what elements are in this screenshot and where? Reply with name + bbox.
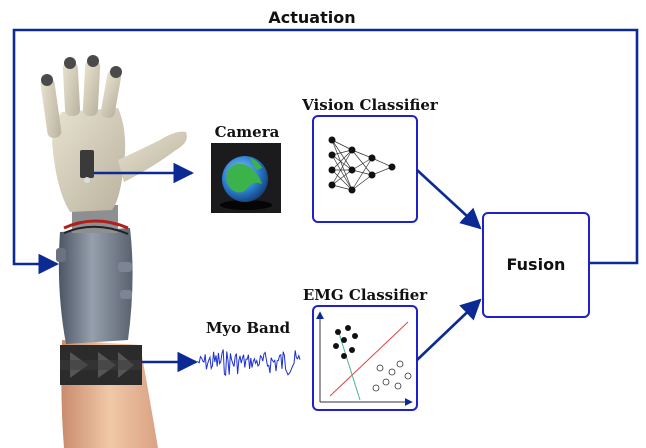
camera-label: Camera [215, 123, 280, 141]
actuation-loop-arrow [12, 28, 639, 275]
emg-classifier-box [312, 305, 418, 411]
emg-to-fusion-arrow [416, 298, 482, 361]
vision-classifier-label: Vision Classifier [301, 96, 439, 114]
fusion-label: Fusion [507, 255, 566, 274]
emg-waveform-icon [197, 349, 301, 377]
vision-to-fusion-arrow [416, 169, 482, 230]
emg-classifier-label: EMG Classifier [303, 286, 428, 304]
scatter-plot-icon [316, 311, 413, 406]
fusion-box [482, 212, 590, 318]
robotic-hand-image [40, 55, 187, 448]
actuation-label: Actuation [268, 8, 355, 27]
myo-band-label: Myo Band [206, 319, 291, 337]
neural-network-icon [328, 136, 396, 194]
camera-ball-image [211, 143, 281, 213]
